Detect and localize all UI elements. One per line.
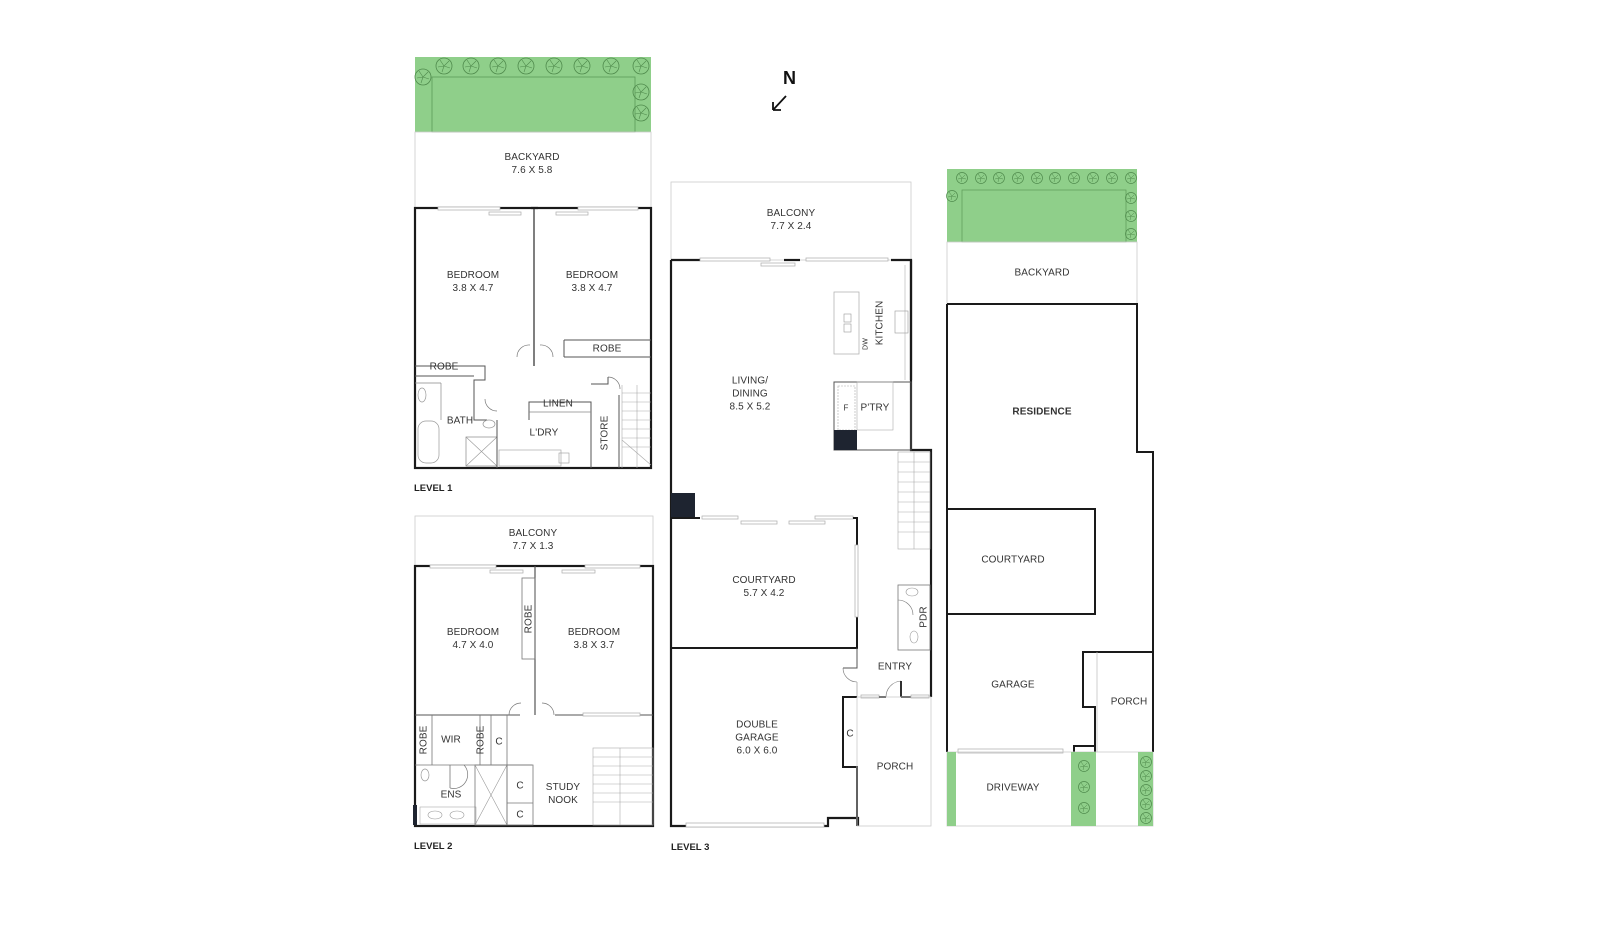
site-garage: GARAGE [991, 679, 1035, 691]
site-driveway: DRIVEWAY [986, 782, 1040, 794]
room-store: STORE [599, 415, 611, 451]
room-entry: ENTRY [877, 661, 913, 673]
room-bath: BATH [446, 415, 474, 427]
room-powder: PDR [918, 606, 930, 628]
room-wir: WIR [441, 734, 461, 746]
garden-bed [415, 57, 651, 132]
site-porch: PORCH [1110, 696, 1148, 708]
level-3-title: LEVEL 3 [671, 842, 710, 853]
north-arrow-icon [772, 95, 787, 111]
room-robe: ROBE [523, 604, 535, 634]
room-robe: ROBE [429, 361, 459, 373]
north-label: N [783, 68, 796, 88]
room-robe: ROBE [418, 725, 430, 755]
site-residence: RESIDENCE [1012, 406, 1072, 418]
site-courtyard: COURTYARD [981, 554, 1045, 566]
room-cupboard: C [495, 736, 503, 748]
fridge-label: F [843, 403, 849, 413]
room-cupboard: C [516, 809, 524, 821]
room-robe: ROBE [475, 725, 487, 755]
room-study-nook: STUDY NOOK [545, 782, 581, 806]
level3-plan [669, 181, 933, 828]
room-ensuite: ENS [440, 789, 462, 801]
level1-plan [413, 57, 653, 470]
room-cupboard: C [846, 728, 854, 740]
level2-plan [413, 515, 655, 828]
room-linen: LINEN [543, 398, 573, 410]
room-pantry: P'TRY [860, 402, 890, 414]
site-backyard: BACKYARD [1014, 267, 1070, 279]
site-plan [946, 169, 1154, 827]
room-cupboard: C [516, 780, 524, 792]
room-porch: PORCH [876, 761, 914, 773]
level-1-title: LEVEL 1 [414, 483, 453, 494]
room-kitchen: KITCHEN [874, 300, 886, 346]
room-laundry: L'DRY [529, 427, 559, 439]
dishwasher-label: DW [862, 338, 870, 350]
room-robe: ROBE [592, 343, 622, 355]
level-2-title: LEVEL 2 [414, 841, 453, 852]
